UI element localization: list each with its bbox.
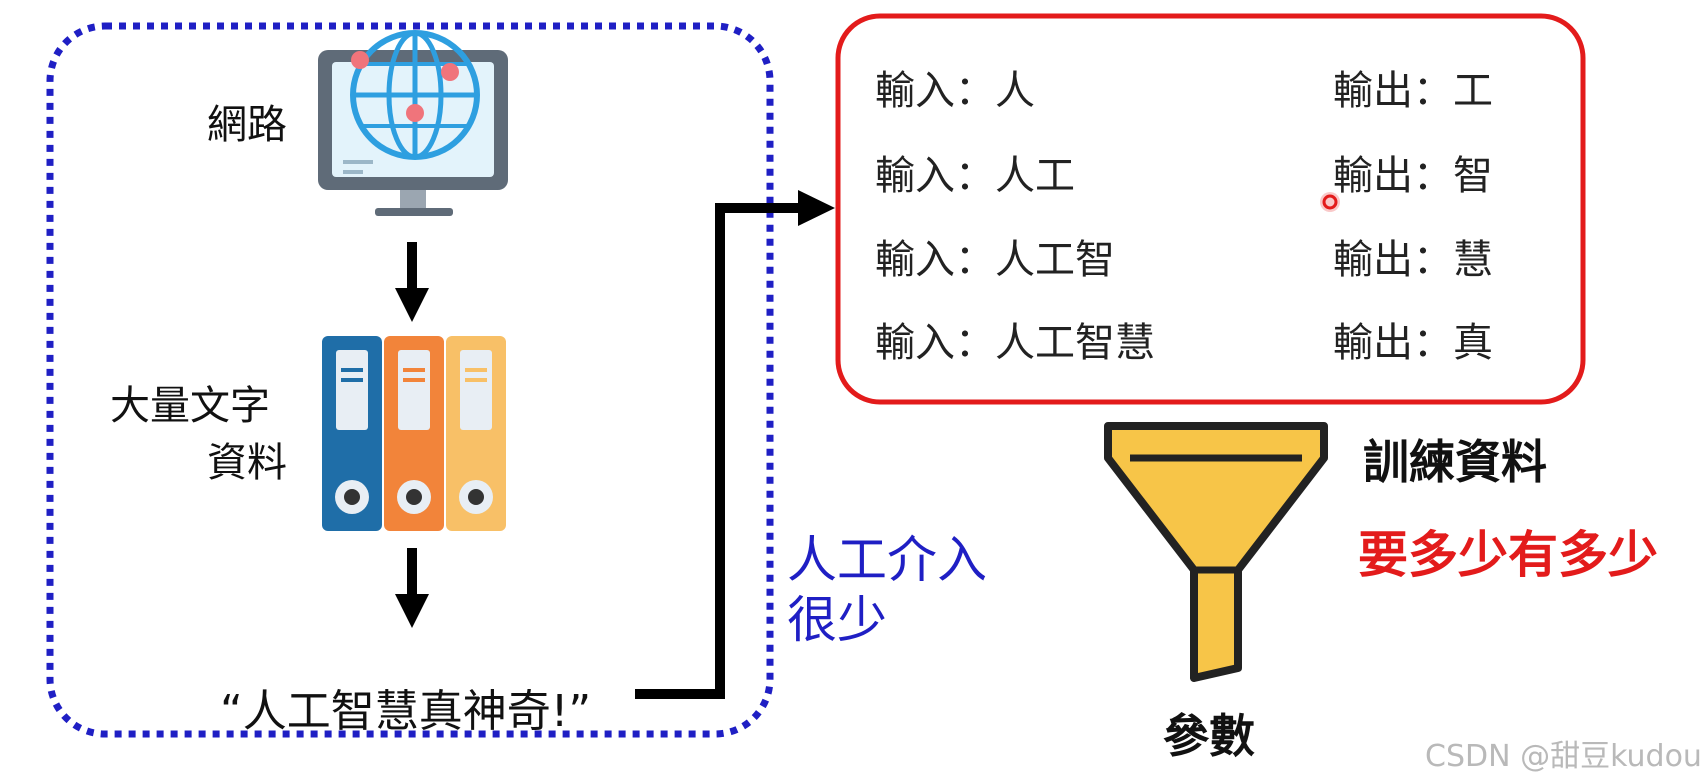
note-line2: 很少 <box>787 591 887 649</box>
binders-icon <box>322 336 506 531</box>
pointer-dot-icon <box>1320 192 1340 212</box>
bulk-text-label-line2: 資料 <box>207 440 287 486</box>
io-input: 輸入：人工智 <box>875 237 1115 283</box>
watermark: CSDN @甜豆kudou <box>1425 739 1702 774</box>
io-pairs-box <box>835 13 1586 405</box>
io-output: 輸出：工 <box>1333 68 1493 114</box>
training-data-title: 訓練資料 <box>1363 435 1547 489</box>
arrow-down-icon <box>395 242 429 322</box>
parameters-label: 參數 <box>1163 709 1255 763</box>
arrow-down-icon <box>395 548 429 628</box>
monitor-globe-icon <box>318 30 508 216</box>
note-line1: 人工介入 <box>787 531 987 589</box>
io-input: 輸入：人工智慧 <box>875 320 1155 366</box>
io-output: 輸出：真 <box>1333 320 1493 366</box>
training-data-subtitle: 要多少有多少 <box>1358 526 1658 584</box>
io-input: 輸入：人工 <box>875 153 1075 199</box>
connector-arrow-icon <box>635 190 835 699</box>
dashed-group-box <box>46 22 774 738</box>
bulk-text-label: 大量文字 <box>110 383 270 429</box>
io-input: 輸入：人 <box>875 68 1035 114</box>
io-output: 輸出：智 <box>1333 153 1493 199</box>
funnel-icon <box>1104 422 1328 682</box>
io-output: 輸出：慧 <box>1333 237 1493 283</box>
network-label: 網路 <box>207 102 287 148</box>
example-sentence: “人工智慧真神奇!” <box>220 686 592 737</box>
